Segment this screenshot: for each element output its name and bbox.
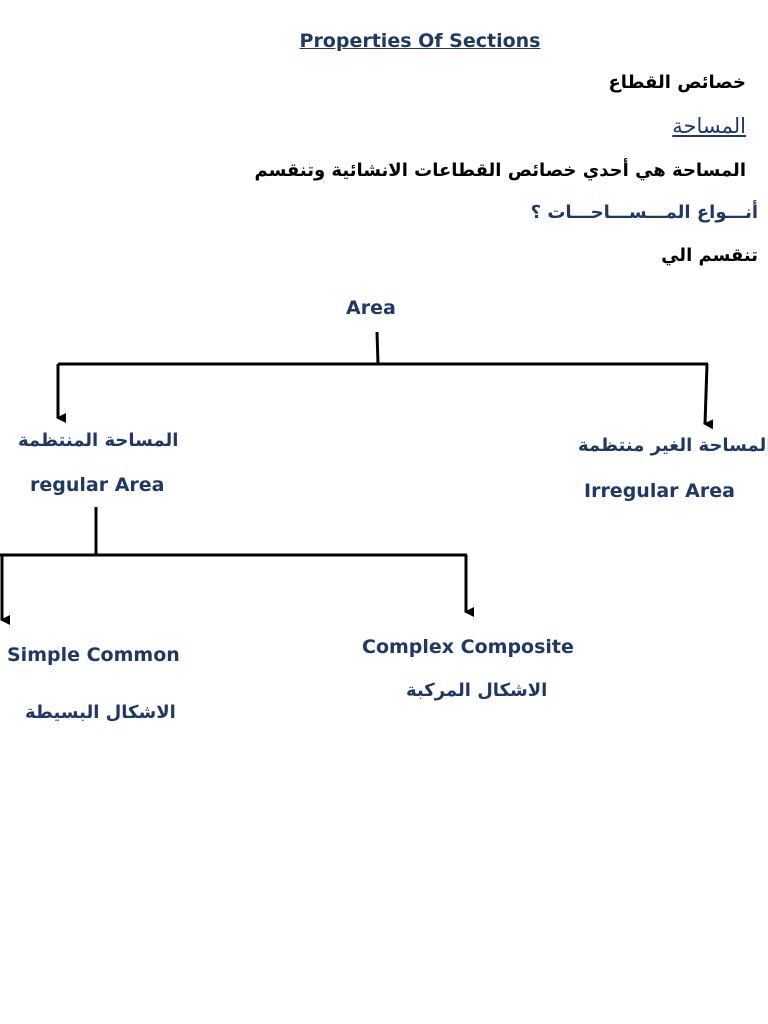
irregular-area-label: Irregular Area [584, 480, 735, 502]
irregular-area-arabic-label: المساحة الغير منتظمة [578, 435, 768, 456]
simple-common-label: Simple Common [7, 644, 180, 666]
divided-into-text: تنقسم الي [661, 245, 758, 266]
simple-shapes-arabic-label: الاشكال البسيطة [25, 702, 176, 723]
area-heading: المساحة [672, 114, 746, 138]
page-title: Properties Of Sections [299, 30, 541, 52]
area-root-label: Area [346, 297, 396, 319]
complex-shapes-arabic-label: الاشكال المركبة [406, 680, 548, 701]
root-stem-line [375, 331, 380, 365]
area-definition: المساحة هي أحدي خصائص القطاعات الانشائية… [254, 160, 746, 181]
regular-area-label: regular Area [30, 474, 165, 496]
area-types-question: أنـــواع المـــســـاحـــات ؟ [530, 202, 758, 223]
section-properties-heading: خصائص القطاع [608, 72, 746, 93]
complex-composite-label: Complex Composite [362, 636, 574, 658]
regular-area-arabic-label: المساحة المنتظمة [18, 430, 179, 451]
irregular-area-arrow [703, 363, 714, 430]
